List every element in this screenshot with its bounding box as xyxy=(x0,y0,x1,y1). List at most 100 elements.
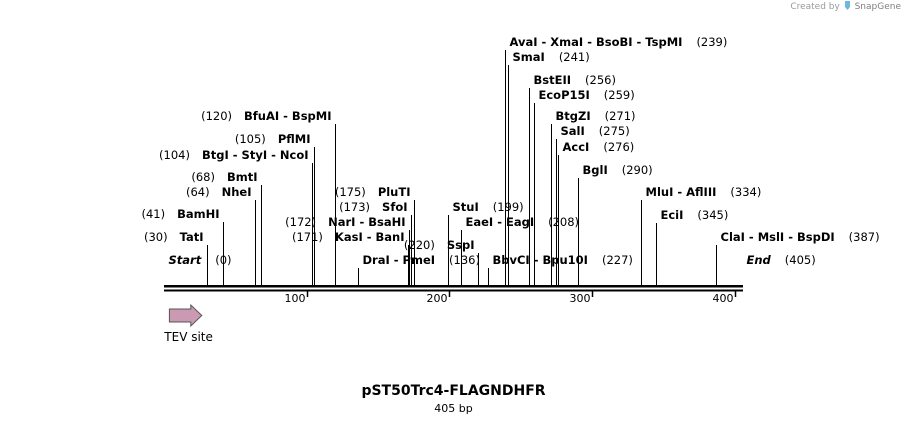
site-position: (275) xyxy=(599,124,630,138)
site-label: StuI (199) xyxy=(453,200,524,214)
enzyme-name: ClaI - MslI - BspDI xyxy=(721,230,835,244)
site-label: (104) BtgI - StyI - NcoI xyxy=(159,148,308,162)
site-position: (241) xyxy=(559,50,590,64)
site-label: (173) SfoI xyxy=(339,200,407,214)
credit-brand: SnapGene xyxy=(854,2,901,12)
site-label: (175) PluTI xyxy=(335,185,411,199)
enzyme-name: NarI - BsaHI xyxy=(328,215,405,229)
site-label: EciI (345) xyxy=(661,208,729,222)
site-label: AccI (276) xyxy=(563,140,635,154)
site-position: (30) xyxy=(144,230,168,244)
enzyme-name: SfoI xyxy=(382,200,407,214)
plasmid-length: 405 bp xyxy=(434,402,473,415)
ruler-tick-label: 100 xyxy=(285,292,306,305)
credit-prefix: Created by xyxy=(790,2,840,12)
enzyme-name: EciI xyxy=(661,208,684,222)
site-label: AvaI - XmaI - BsoBI - TspMI (239) xyxy=(510,35,728,49)
enzyme-name: BfuAI - BspMI xyxy=(244,109,331,123)
site-label: BstEII(256) xyxy=(534,73,616,87)
ruler-ticks: 100 200 300 400 xyxy=(285,291,737,305)
site-label: BglI (290) xyxy=(583,163,653,177)
site-position: (173) xyxy=(339,200,370,214)
snapgene-credit: Created by SnapGene xyxy=(790,1,901,12)
site-position: (239) xyxy=(696,35,727,49)
site-position: (227) xyxy=(602,253,633,267)
enzyme-name: SspI xyxy=(447,238,475,252)
enzyme-name: PflMI xyxy=(278,132,311,146)
enzyme-name: NheI xyxy=(222,185,252,199)
site-position: (175) xyxy=(335,185,366,199)
site-position: (276) xyxy=(603,140,634,154)
site-position: (199) xyxy=(493,200,524,214)
site-position: (259) xyxy=(604,88,635,102)
site-position: (208) xyxy=(548,215,579,229)
site-position: (136) xyxy=(449,253,480,267)
enzyme-name: DraI - PmeI xyxy=(363,253,436,267)
site-position: (105) xyxy=(235,132,266,146)
site-label: (30) TatI xyxy=(144,230,204,244)
enzyme-name: TatI xyxy=(180,230,204,244)
site-position: (172) xyxy=(285,215,316,229)
site-position: (171) xyxy=(292,230,323,244)
enzyme-name: KasI - BanI xyxy=(335,230,405,244)
site-position: (256) xyxy=(585,73,616,87)
site-position: (334) xyxy=(730,185,761,199)
site-label: (105) PflMI xyxy=(235,132,311,146)
enzyme-name: PluTI xyxy=(378,185,411,199)
site-label: MluI - AflIII (334) xyxy=(646,185,762,199)
site-labels: Start (0) (30) TatI (41) BamHI (64) NheI (68) Bmt… xyxy=(141,35,879,267)
enzyme-name: BtgI - StyI - NcoI xyxy=(202,148,309,162)
site-position: (405) xyxy=(785,253,816,267)
tev-site-feature-arrow xyxy=(168,303,203,328)
enzyme-name: End xyxy=(747,253,772,267)
site-label: Start (0) xyxy=(169,253,232,267)
site-label: (68) BmtI xyxy=(191,170,257,184)
enzyme-name: SalI xyxy=(561,124,585,138)
site-label: DraI - PmeI (136) xyxy=(363,253,480,267)
plasmid-name: pST50Trc4-FLAGNDHFR xyxy=(361,383,546,399)
site-label: (64) NheI xyxy=(186,185,252,199)
site-label: (120) BfuAI - BspMI xyxy=(201,109,331,123)
site-label: (171) KasI - BanI xyxy=(292,230,405,244)
ruler-tick-label: 200 xyxy=(427,292,448,305)
site-position: (0) xyxy=(215,253,231,267)
enzyme-name: BglI xyxy=(583,163,608,177)
enzyme-name: BmtI xyxy=(227,170,258,184)
site-label: (220) SspI xyxy=(404,238,475,252)
site-position: (104) xyxy=(159,148,190,162)
site-label: SalI (275) xyxy=(561,124,630,138)
site-position: (387) xyxy=(849,230,880,244)
features: TEV site xyxy=(163,303,213,344)
site-label: (172) NarI - BsaHI xyxy=(285,215,405,229)
site-label: BtgZI (271) xyxy=(556,109,636,123)
enzyme-name: EaeI - EagI xyxy=(466,215,535,229)
enzyme-name: SmaI xyxy=(513,50,545,64)
site-position: (271) xyxy=(605,109,636,123)
feature-label: TEV site xyxy=(163,330,213,344)
site-label: ClaI - MslI - BspDI (387) xyxy=(721,230,880,244)
snapgene-logo-icon xyxy=(844,1,850,10)
site-position: (290) xyxy=(622,163,653,177)
enzyme-name: StuI xyxy=(453,200,479,214)
site-position: (68) xyxy=(191,170,215,184)
ruler-tick-label: 400 xyxy=(713,292,734,305)
site-position: (120) xyxy=(201,109,232,123)
enzyme-name: BtgZI xyxy=(556,109,591,123)
site-label: BbvCI - Bpu10I(227) xyxy=(493,253,633,267)
enzyme-name: EcoP15I xyxy=(539,88,590,102)
site-label: EaeI - EagI (208) xyxy=(466,215,580,229)
enzyme-name: Start xyxy=(169,253,202,267)
site-label: End (405) xyxy=(747,253,816,267)
enzyme-name: MluI - AflIII xyxy=(646,185,717,199)
site-label: (41) BamHI xyxy=(141,207,219,221)
sequence-backbone xyxy=(164,285,743,292)
enzyme-name: BamHI xyxy=(177,207,219,221)
ruler-tick-label: 300 xyxy=(570,292,591,305)
site-position: (41) xyxy=(141,207,165,221)
site-label: SmaI (241) xyxy=(513,50,590,64)
site-position: (220) xyxy=(404,238,435,252)
enzyme-name: AvaI - XmaI - BsoBI - TspMI xyxy=(510,35,683,49)
enzyme-name: AccI xyxy=(563,140,590,154)
site-position: (64) xyxy=(186,185,210,199)
site-position: (345) xyxy=(697,208,728,222)
